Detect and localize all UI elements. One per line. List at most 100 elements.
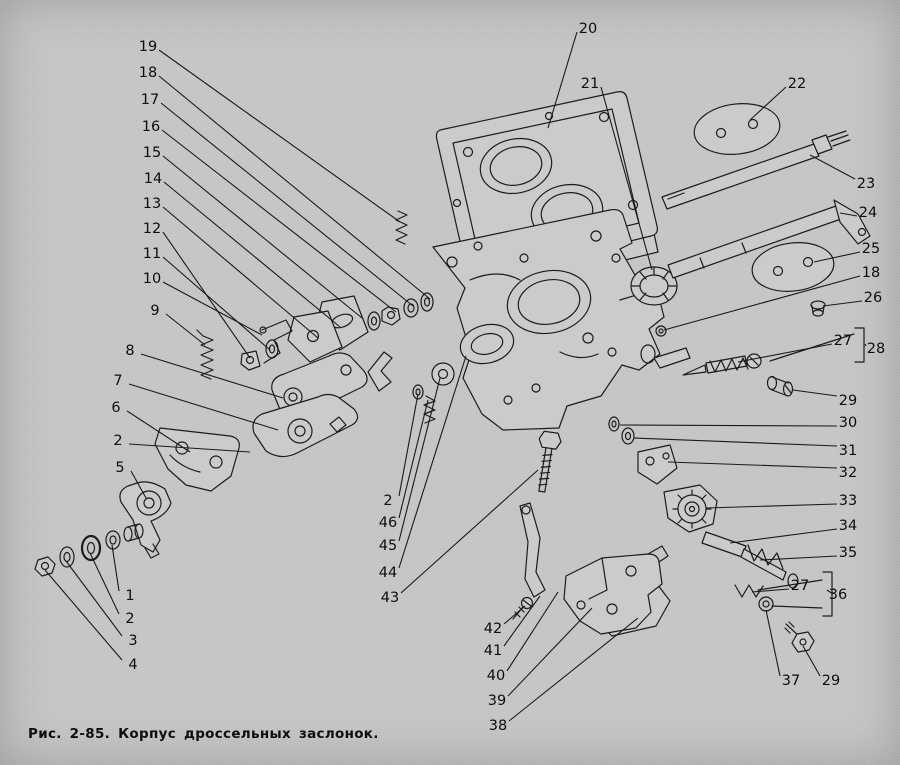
leader-line bbox=[508, 617, 639, 722]
callout-label: 18 bbox=[862, 265, 880, 281]
callout-label: 2 bbox=[383, 493, 392, 509]
callout-label: 11 bbox=[143, 246, 161, 262]
leader-line bbox=[802, 645, 821, 677]
callout-label: 5 bbox=[115, 460, 124, 476]
leader-line bbox=[398, 399, 429, 519]
leader-line bbox=[507, 607, 593, 697]
callout-label: 34 bbox=[839, 518, 857, 534]
callout-label: 30 bbox=[839, 415, 857, 431]
leader-line bbox=[160, 102, 414, 307]
leader-line bbox=[163, 181, 341, 328]
callout-label: 42 bbox=[484, 621, 502, 637]
linkage-chain bbox=[608, 416, 815, 653]
callout-label: 45 bbox=[379, 538, 397, 554]
callout-label: 13 bbox=[143, 196, 161, 212]
callout-label: 3 bbox=[128, 633, 137, 649]
callout-label: 35 bbox=[839, 545, 857, 561]
leader-line bbox=[161, 129, 397, 313]
leader-line bbox=[813, 251, 861, 263]
round-cap bbox=[630, 266, 678, 306]
callout-label: 23 bbox=[857, 176, 875, 192]
leader-line bbox=[398, 393, 419, 497]
callout-label: 28 bbox=[867, 341, 885, 357]
needle-screw bbox=[682, 353, 762, 376]
exploded-diagram-artwork bbox=[34, 91, 871, 653]
leader-line bbox=[503, 595, 541, 647]
callout-label: 44 bbox=[379, 565, 397, 581]
callout-label: 25 bbox=[862, 241, 880, 257]
leader-line bbox=[809, 154, 856, 180]
leader-line bbox=[130, 470, 147, 499]
cap-plug bbox=[810, 300, 826, 317]
callout-label: 43 bbox=[381, 590, 399, 606]
throttle-plate-2 bbox=[751, 242, 835, 292]
callout-label: 20 bbox=[579, 21, 597, 37]
throttle-shaft-2 bbox=[667, 199, 871, 279]
leader-line bbox=[822, 300, 863, 307]
callout-label: 26 bbox=[864, 290, 882, 306]
callout-label: 40 bbox=[487, 668, 505, 684]
leader-line bbox=[749, 86, 787, 121]
callout-label: 29 bbox=[839, 393, 857, 409]
leader-line bbox=[633, 437, 838, 447]
callout-label: 8 bbox=[125, 343, 134, 359]
leader-line bbox=[826, 589, 834, 595]
leader-line bbox=[128, 383, 279, 431]
callout-label: 24 bbox=[859, 205, 877, 221]
leader-line bbox=[705, 503, 838, 509]
leader-line bbox=[792, 389, 838, 397]
lever-5 bbox=[119, 481, 172, 559]
callout-label: 18 bbox=[139, 65, 157, 81]
leader-line bbox=[839, 212, 858, 217]
callout-label: 38 bbox=[489, 718, 507, 734]
leader-line bbox=[398, 377, 441, 542]
leader-line bbox=[503, 605, 526, 625]
callout-label: 31 bbox=[839, 443, 857, 459]
leader-line bbox=[759, 555, 838, 561]
small-washer bbox=[655, 325, 667, 337]
leader-line bbox=[89, 552, 120, 615]
callout-label: 17 bbox=[141, 92, 159, 108]
spring-small bbox=[395, 210, 408, 245]
bracket-plate bbox=[154, 427, 240, 492]
callout-label: 7 bbox=[113, 373, 122, 389]
leader-line bbox=[729, 528, 838, 544]
callout-label: 21 bbox=[581, 76, 599, 92]
callout-label: 46 bbox=[379, 515, 397, 531]
leader-line bbox=[547, 31, 578, 129]
screw-plug bbox=[766, 375, 794, 397]
leader-line bbox=[162, 256, 271, 351]
leader-line bbox=[44, 569, 123, 661]
leader-line bbox=[128, 443, 251, 453]
leader-line bbox=[398, 355, 467, 569]
leader-line bbox=[165, 313, 206, 346]
callout-label: 22 bbox=[788, 76, 806, 92]
callout-label: 4 bbox=[128, 657, 137, 673]
callout-label: 27 bbox=[791, 578, 809, 594]
leader-line bbox=[65, 560, 123, 637]
throttle-levers bbox=[252, 351, 393, 458]
callout-label: 2 bbox=[125, 611, 134, 627]
callout-label: 9 bbox=[150, 303, 159, 319]
fastener-chain bbox=[34, 523, 144, 577]
callout-label: 27 bbox=[834, 333, 852, 349]
callout-label: 14 bbox=[144, 171, 162, 187]
leader-line bbox=[140, 353, 284, 399]
leader-line bbox=[162, 206, 319, 339]
callout-label: 19 bbox=[139, 39, 157, 55]
callout-label: 32 bbox=[839, 465, 857, 481]
figure-caption: Рис. 2-85. Корпус дроссельных заслонок. bbox=[28, 726, 379, 742]
callout-label: 33 bbox=[839, 493, 857, 509]
callout-label: 29 bbox=[822, 673, 840, 689]
leader-line bbox=[663, 275, 861, 331]
leader-line bbox=[126, 410, 191, 453]
long-screw bbox=[538, 430, 562, 493]
leader-line bbox=[506, 591, 559, 672]
leader-line bbox=[158, 49, 401, 223]
callout-label: 37 bbox=[782, 673, 800, 689]
callout-label: 15 bbox=[143, 145, 161, 161]
callout-label: 1 bbox=[125, 588, 134, 604]
leader-line bbox=[158, 75, 431, 300]
